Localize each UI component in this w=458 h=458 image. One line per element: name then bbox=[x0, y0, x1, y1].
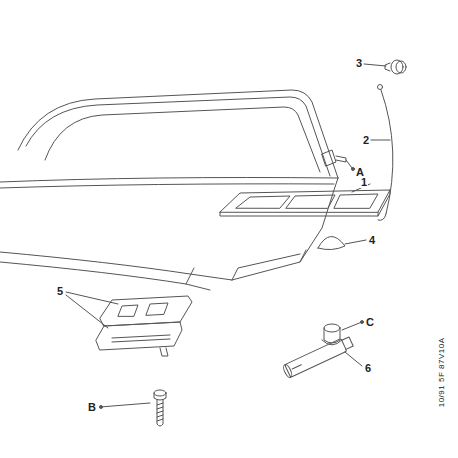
latch-bracket-part bbox=[160, 348, 168, 356]
clip-a-part bbox=[336, 156, 346, 162]
striker-pin-part bbox=[342, 337, 353, 349]
tailgate-outline-part bbox=[0, 178, 338, 183]
latch-bracket-part bbox=[118, 305, 138, 316]
leader-lines bbox=[345, 64, 390, 366]
latch-bracket-part bbox=[146, 303, 168, 315]
striker-bushing-part bbox=[322, 340, 342, 345]
striker-pin-part bbox=[282, 363, 293, 378]
screw-b-part bbox=[157, 403, 163, 421]
dome-stop-part bbox=[318, 236, 345, 249]
dome-stop bbox=[318, 236, 366, 249]
callout-number: 2 bbox=[362, 134, 370, 146]
support-cord bbox=[378, 85, 393, 221]
clip-a bbox=[322, 150, 355, 171]
tailgate-outline bbox=[0, 90, 338, 290]
callout-letter: C bbox=[365, 316, 375, 328]
latch-bracket-part bbox=[96, 322, 182, 350]
striker-bushing-part bbox=[324, 324, 340, 332]
striker-bushing-part bbox=[342, 322, 362, 330]
striker-bushing-part bbox=[324, 328, 340, 343]
support-cord-part bbox=[381, 90, 393, 214]
latch-bracket-part bbox=[112, 339, 170, 342]
screw-b-part bbox=[157, 400, 163, 426]
dome-stop-part bbox=[345, 240, 366, 244]
callout-number: 6 bbox=[364, 362, 372, 374]
drawing-reference: 10/91 5F 87V10A bbox=[438, 337, 447, 409]
parcel-shelf-part bbox=[220, 190, 390, 212]
parcel-shelf-part bbox=[286, 195, 335, 208]
leader-lines-part bbox=[364, 64, 386, 66]
grommet-part bbox=[396, 61, 406, 73]
callout-letter: A bbox=[355, 166, 365, 178]
striker-bushing-part bbox=[361, 321, 364, 324]
callout-letter: B bbox=[87, 401, 97, 413]
striker-bushing bbox=[322, 321, 364, 346]
leader-lines-part bbox=[371, 140, 390, 141]
leader-lines-part bbox=[345, 352, 362, 366]
tailgate-outline-part bbox=[186, 268, 194, 284]
grommet-part bbox=[391, 60, 403, 74]
tailgate-outline-part bbox=[26, 97, 330, 176]
latch-bracket-part bbox=[100, 296, 192, 326]
screw-b bbox=[100, 390, 167, 426]
screw-b-part bbox=[100, 403, 150, 407]
latch-bracket-part bbox=[112, 335, 170, 338]
parcel-shelf-part bbox=[334, 194, 378, 208]
latch-bracket-part bbox=[66, 295, 108, 328]
screw-b-part bbox=[154, 393, 166, 400]
latch-bracket-part bbox=[66, 292, 118, 304]
grommet-part bbox=[385, 63, 390, 71]
tailgate-outline-part bbox=[0, 184, 334, 188]
tailgate-outline-part bbox=[0, 252, 232, 280]
striker-pin-part bbox=[292, 365, 301, 369]
callout-number: 5 bbox=[56, 285, 64, 297]
striker-pin-part bbox=[285, 338, 347, 377]
screw-b-part bbox=[154, 390, 166, 396]
tailgate-outline-part bbox=[0, 262, 210, 290]
screw-b-part bbox=[100, 406, 103, 409]
support-cord-part bbox=[378, 85, 383, 90]
support-cord-part bbox=[378, 214, 386, 220]
striker-pin bbox=[282, 335, 354, 379]
tailgate-outline-part bbox=[18, 90, 338, 178]
callout-number: 3 bbox=[355, 57, 363, 69]
clip-a-part bbox=[322, 150, 336, 166]
callout-number: 4 bbox=[368, 234, 376, 246]
parcel-shelf bbox=[220, 190, 390, 216]
tailgate-outline-part bbox=[300, 250, 306, 262]
parcel-shelf-part bbox=[236, 196, 290, 208]
latch-bracket bbox=[66, 292, 192, 356]
tailgate-outline-part bbox=[45, 107, 320, 172]
clip-a-part bbox=[346, 160, 352, 168]
tailgate-outline-part bbox=[232, 254, 300, 280]
parcel-shelf-part bbox=[220, 212, 378, 216]
grommet bbox=[385, 60, 406, 74]
